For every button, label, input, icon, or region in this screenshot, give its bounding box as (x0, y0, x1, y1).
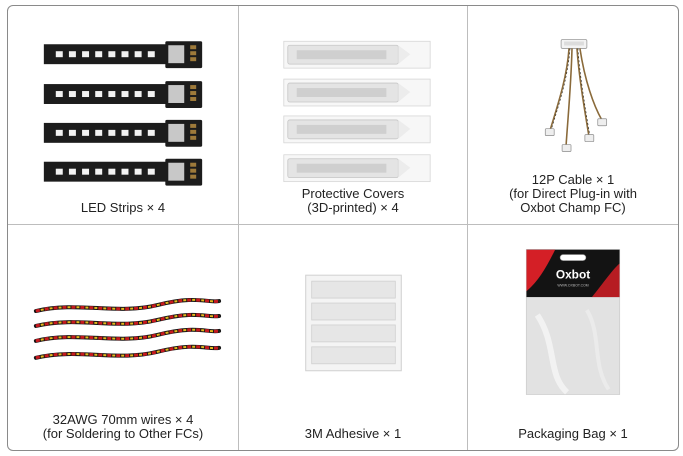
item-led-strips: LED Strips × 4 (8, 6, 239, 225)
awg-wire (33, 327, 222, 343)
protective-cover (283, 154, 431, 183)
caption-line: (3D-printed) × 4 (307, 200, 399, 215)
item-protective-covers: Protective Covers (3D-printed) × 4 (239, 6, 468, 225)
protective-covers-image (283, 40, 431, 183)
package-contents-grid: LED Strips × 4 Protective Covers (3D-pri… (7, 5, 679, 451)
item-packaging-bag: Oxbot WWW.OXBOT.COM Packaging Bag × 1 (468, 225, 678, 450)
caption-line: LED Strips × 4 (80, 200, 166, 215)
caption-line: Protective Covers (301, 186, 405, 201)
caption-line: (for Soldering to Other FCs) (42, 426, 204, 441)
caption-line: (for Direct Plug-in with (509, 186, 637, 201)
adhesive-caption: 3M Adhesive × 1 (239, 427, 467, 441)
awg-wire (33, 344, 222, 360)
awg-wire (33, 297, 222, 314)
protective-cover (283, 78, 431, 107)
bag-url-text: WWW.OXBOT.COM (557, 283, 588, 287)
awg-wire (33, 312, 222, 328)
protective-cover (283, 40, 431, 69)
caption-line: Oxbot Champ FC) (520, 200, 626, 215)
led-strip (43, 158, 203, 186)
led-strips-caption: LED Strips × 4 (8, 201, 238, 215)
wires-caption: 32AWG 70mm wires × 4 (for Soldering to O… (8, 413, 238, 441)
caption-line: 3M Adhesive × 1 (304, 426, 402, 441)
wires-image (33, 297, 222, 360)
packaging-bag-image: Oxbot WWW.OXBOT.COM (525, 249, 621, 395)
led-strip (43, 81, 203, 108)
cable-12p-caption: 12P Cable × 1 (for Direct Plug-in with O… (468, 173, 678, 215)
caption-line: 12P Cable × 1 (531, 172, 615, 187)
led-strips-image (43, 41, 203, 186)
cable-12p-image (544, 39, 608, 152)
bag-logo-text: Oxbot (556, 267, 590, 281)
protective-cover (283, 115, 431, 144)
item-32awg-wires: 32AWG 70mm wires × 4 (for Soldering to O… (8, 225, 239, 450)
adhesive-sheet-image (305, 274, 402, 372)
item-3m-adhesive: 3M Adhesive × 1 (239, 225, 468, 450)
item-12p-cable: 12P Cable × 1 (for Direct Plug-in with O… (468, 6, 678, 225)
packaging-bag-caption: Packaging Bag × 1 (468, 427, 678, 441)
led-strip (43, 119, 203, 147)
led-strip (43, 41, 203, 69)
caption-line: 32AWG 70mm wires × 4 (52, 412, 194, 427)
caption-line: Packaging Bag × 1 (518, 426, 628, 441)
protective-covers-caption: Protective Covers (3D-printed) × 4 (239, 187, 467, 215)
